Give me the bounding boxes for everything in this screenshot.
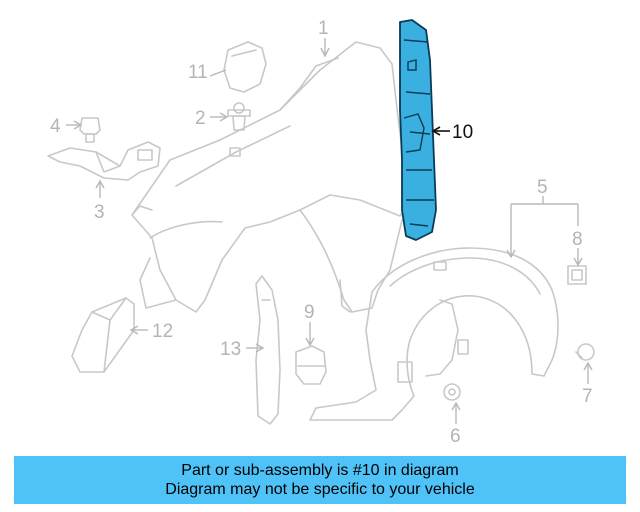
callout-12: 12 [152,321,173,342]
bolt-part-2 [227,102,251,131]
callout-3: 3 [94,202,105,223]
clip-part-9 [295,345,327,385]
seal-part-13 [255,275,281,425]
clip-part-8 [567,265,587,285]
callout-10: 10 [452,122,473,143]
callout-11: 11 [188,62,208,83]
splash-shield-part-10[interactable] [399,19,437,241]
fender-part-1 [131,41,411,313]
callout-13: 13 [220,339,241,360]
inner-liner-part-5 [309,247,559,421]
banner-line-2: Diagram may not be specific to your vehi… [165,481,475,498]
callout-5: 5 [537,177,548,198]
callout-8: 8 [572,229,583,250]
bracket-part-3 [47,141,161,181]
liner-piece-part-12 [71,297,135,373]
callout-1: 1 [318,18,329,39]
info-banner: Part or sub-assembly is #10 in diagram D… [14,456,626,504]
banner-line-1: Part or sub-assembly is #10 in diagram [181,462,459,479]
bolt-part-4 [79,117,101,143]
screw-part-6 [443,383,461,401]
callout-2: 2 [195,108,206,129]
callout-7: 7 [582,386,593,407]
callout-4: 4 [50,116,61,137]
screw-part-7 [575,343,595,361]
callout-6: 6 [450,426,461,447]
cap-part-11 [223,41,267,93]
leader-lines [66,38,593,424]
callout-9: 9 [304,302,315,323]
